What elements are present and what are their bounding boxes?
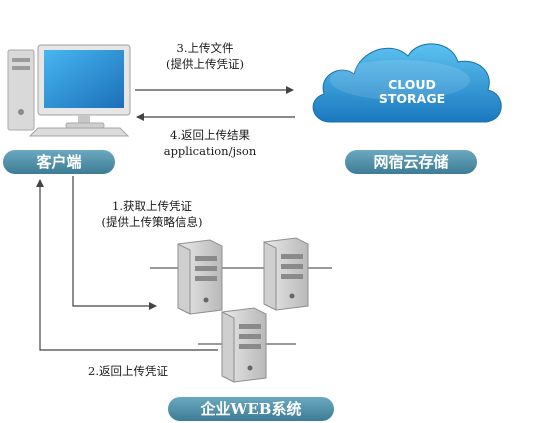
get-token-label-line1: 1.获取上传凭证 bbox=[112, 199, 192, 213]
server-icon bbox=[177, 239, 223, 315]
cloud-logo-line1: CLOUD bbox=[388, 77, 436, 92]
web-system-label: 企业WEB系统 bbox=[200, 400, 302, 418]
server-icon bbox=[221, 307, 267, 383]
cloud-storage-icon bbox=[312, 43, 502, 123]
result-label-line2: application/json bbox=[164, 144, 257, 158]
cloud-label: 网宿云存储 bbox=[373, 153, 448, 171]
web-system-node: 企业WEB系统 bbox=[168, 397, 334, 421]
get-token-label-line2: (提供上传策略信息) bbox=[102, 215, 203, 229]
get-token-arrow bbox=[72, 176, 157, 310]
return-token-arrow bbox=[36, 179, 218, 351]
cloud-logo-line2: STORAGE bbox=[379, 91, 445, 106]
return-token-label: 2.返回上传凭证 bbox=[88, 364, 168, 378]
server-icon bbox=[263, 237, 309, 311]
cloud-node: 网宿云存储 bbox=[345, 150, 477, 174]
client-node: 客户端 bbox=[3, 150, 115, 174]
upload-label-line2: (提供上传凭证) bbox=[166, 57, 244, 71]
upload-label-line1: 3.上传文件 bbox=[177, 41, 234, 55]
client-label: 客户端 bbox=[35, 153, 81, 171]
computer-icon bbox=[7, 44, 131, 137]
result-label-line1: 4.返回上传结果 bbox=[170, 128, 250, 142]
